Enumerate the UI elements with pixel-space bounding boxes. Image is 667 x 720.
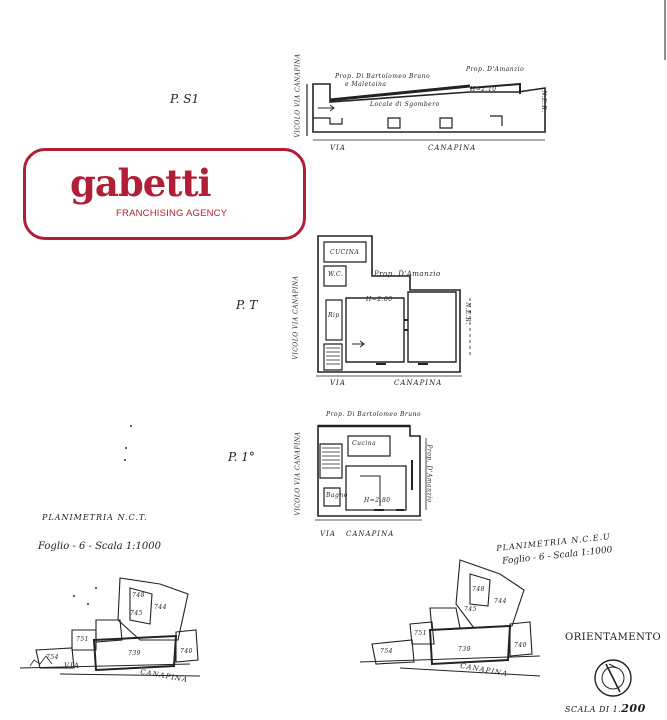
p1-height: H=2.80 xyxy=(364,497,391,504)
p1-room-kitchen: Cucina xyxy=(352,440,377,447)
gabetti-logo: gabetti FRANCHISING AGENCY xyxy=(23,148,306,240)
nceu-parcel-739: 739 xyxy=(458,646,471,653)
nceu-parcel-745: 745 xyxy=(464,606,477,613)
scale-label: SCALA DI 1.200 xyxy=(565,702,646,715)
ps1-owner-left-2: e Maletaina xyxy=(345,81,387,88)
pt-side-right: N.E.R. xyxy=(463,302,471,325)
nct-parcel-754: 754 xyxy=(46,654,59,661)
p1-street-via: VIA xyxy=(320,530,336,538)
scale-prefix: SCALA DI 1. xyxy=(565,705,622,714)
pt-height: H=2.80 xyxy=(366,296,393,303)
nceu-parcel-751: 751 xyxy=(414,630,427,637)
nceu-parcel-740: 740 xyxy=(514,642,527,649)
nct-parcel-740: 740 xyxy=(180,648,193,655)
nct-parcel-748: 748 xyxy=(132,592,145,599)
ps1-side-right: N.E.R. xyxy=(539,90,547,113)
pt-street-via: VIA xyxy=(330,379,346,387)
nct-parcel-739: 739 xyxy=(128,650,141,657)
nct-parcel-744: 744 xyxy=(154,604,167,611)
nct-title: PLANIMETRIA N.C.T. xyxy=(42,513,148,522)
ps1-room: Locale di Sgombero xyxy=(370,101,440,108)
nct-parcel-751: 751 xyxy=(76,636,89,643)
pt-room-kitchen: CUCINA xyxy=(330,249,360,256)
ps1-street-via: VIA xyxy=(330,144,346,152)
ps1-street-name: CANAPINA xyxy=(428,144,477,152)
pt-side-left: VICOLO VIA CANAPINA xyxy=(292,275,300,360)
floor-label-p1: P. 1° xyxy=(228,450,255,464)
nct-parcel-745: 745 xyxy=(130,610,143,617)
logo-tagline: FRANCHISING AGENCY xyxy=(116,208,228,219)
orientation-title: ORIENTAMENTO xyxy=(565,632,662,643)
logo-brand: gabetti xyxy=(70,161,211,205)
p1-owner-top: Prop. Di Bartolomeo Bruno xyxy=(326,411,422,418)
nct-street-via: VIA xyxy=(64,662,80,670)
nct-subtitle: Foglio - 6 - Scala 1:1000 xyxy=(38,541,161,552)
p1-owner-right: Prop. D'Amanzio xyxy=(425,444,433,503)
p1-side-left: VICOLO VIA CANAPINA xyxy=(294,431,302,516)
pt-owner: Prop. D'Amanzio xyxy=(374,270,441,278)
pt-room-rip: Rip xyxy=(328,312,340,319)
floor-label-ps1: P. S1 xyxy=(170,92,200,106)
ps1-side-left: VICOLO VIA CANAPINA xyxy=(294,53,302,138)
ps1-height: H=2.10 xyxy=(470,86,497,93)
ps1-owner-left: Prop. Di Bartolomeo Bruno xyxy=(335,73,431,80)
nceu-parcel-748: 748 xyxy=(472,586,485,593)
p1-room-bath: Bagno xyxy=(326,492,348,499)
pt-room-wc: W.C. xyxy=(328,271,344,278)
scale-value: 200 xyxy=(621,702,646,715)
nceu-parcel-754: 754 xyxy=(380,648,393,655)
nceu-parcel-744: 744 xyxy=(494,598,507,605)
floor-label-pt: P. T xyxy=(236,298,258,312)
p1-street-name: CANAPINA xyxy=(346,530,395,538)
ps1-owner-right: Prop. D'Amanzio xyxy=(466,66,525,73)
pt-street-name: CANAPINA xyxy=(394,379,443,387)
